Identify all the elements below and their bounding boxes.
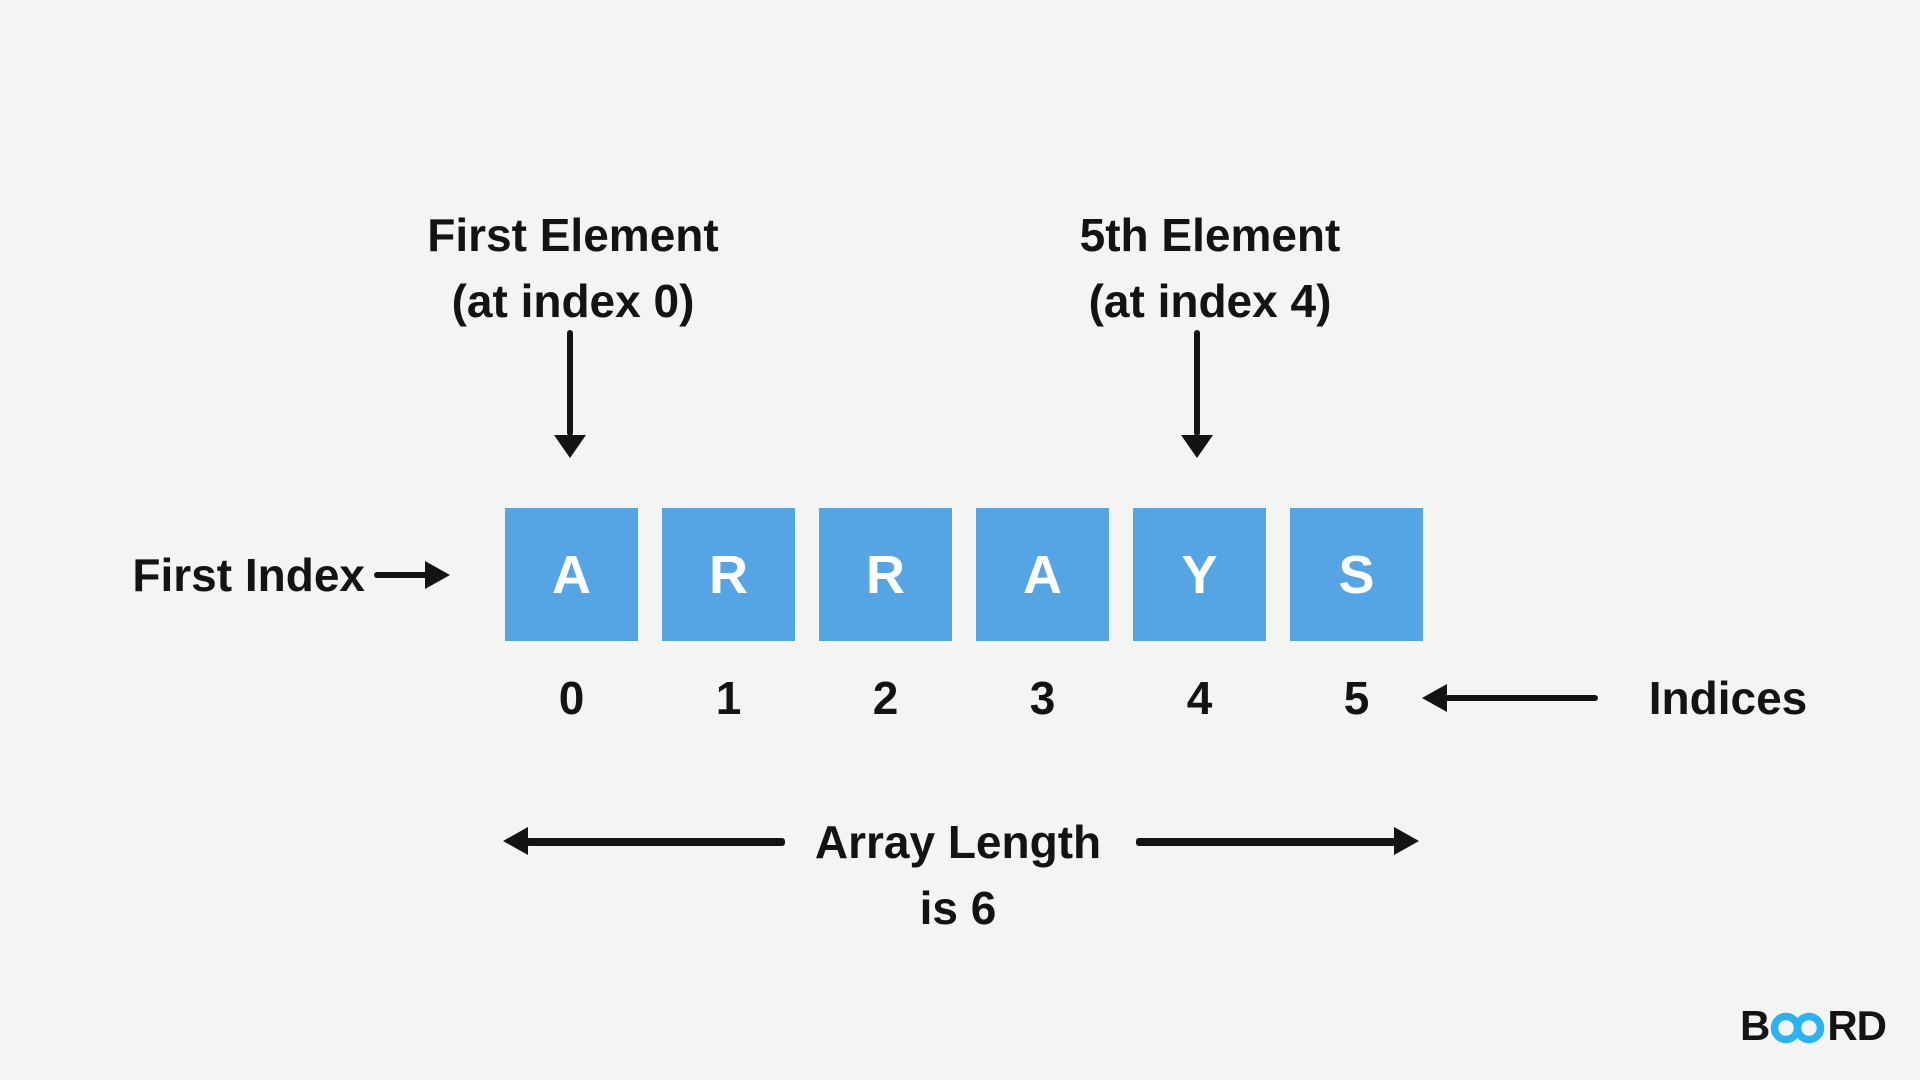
arrow-head [1394,827,1419,855]
first-index-label: First Index [132,549,365,601]
arrow-head [425,561,450,589]
index-value-1: 1 [715,672,742,724]
first-element-line2: (at index 0) [451,275,695,327]
array-cell-3: A [976,508,1109,641]
array-cell-2: R [819,508,952,641]
arrow-shaft [1444,695,1598,701]
arrow-head [1181,435,1213,458]
indices-row: 0 1 2 3 4 5 [505,672,1423,724]
fifth-element-line2: (at index 4) [1088,275,1332,327]
array-letter: A [1023,544,1062,605]
indices-label: Indices [1648,672,1808,724]
arrow-head [503,827,528,855]
first-element-label: First Element (at index 0) [373,202,773,334]
index-value-2: 2 [872,672,899,724]
infinity-icon [1771,1012,1825,1044]
array-letter: S [1338,544,1375,605]
fifth-element-line1: 5th Element [1079,209,1341,261]
array-letter: R [709,544,748,605]
arrow-shaft [1136,838,1396,846]
index-value-3: 3 [1029,672,1056,724]
array-cell-5: S [1290,508,1423,641]
array-cell-4: Y [1133,508,1266,641]
array-cell-1: R [662,508,795,641]
logo-prefix: B [1740,1002,1770,1049]
array-boxes-row: A R R A Y S [505,508,1423,641]
array-letter: Y [1181,544,1218,605]
arrow-shaft [1194,330,1200,436]
index-value-4: 4 [1186,672,1213,724]
arrow-head [554,435,586,458]
array-letter: A [552,544,591,605]
array-length-label-line2: is 6 [919,882,997,934]
array-length-label-line1: Array Length [814,816,1102,868]
index-value-5: 5 [1343,672,1370,724]
arrow-shaft [567,330,573,436]
arrow-shaft [526,838,785,846]
arrow-head [1422,684,1447,712]
first-element-line1: First Element [427,209,719,261]
index-value-0: 0 [558,672,585,724]
board-infinity-logo: B RD [1740,1002,1887,1049]
logo-suffix: RD [1827,1002,1887,1049]
array-letter: R [866,544,905,605]
array-cell-0: A [505,508,638,641]
fifth-element-label: 5th Element (at index 4) [1010,202,1410,334]
arrow-shaft [374,572,428,578]
